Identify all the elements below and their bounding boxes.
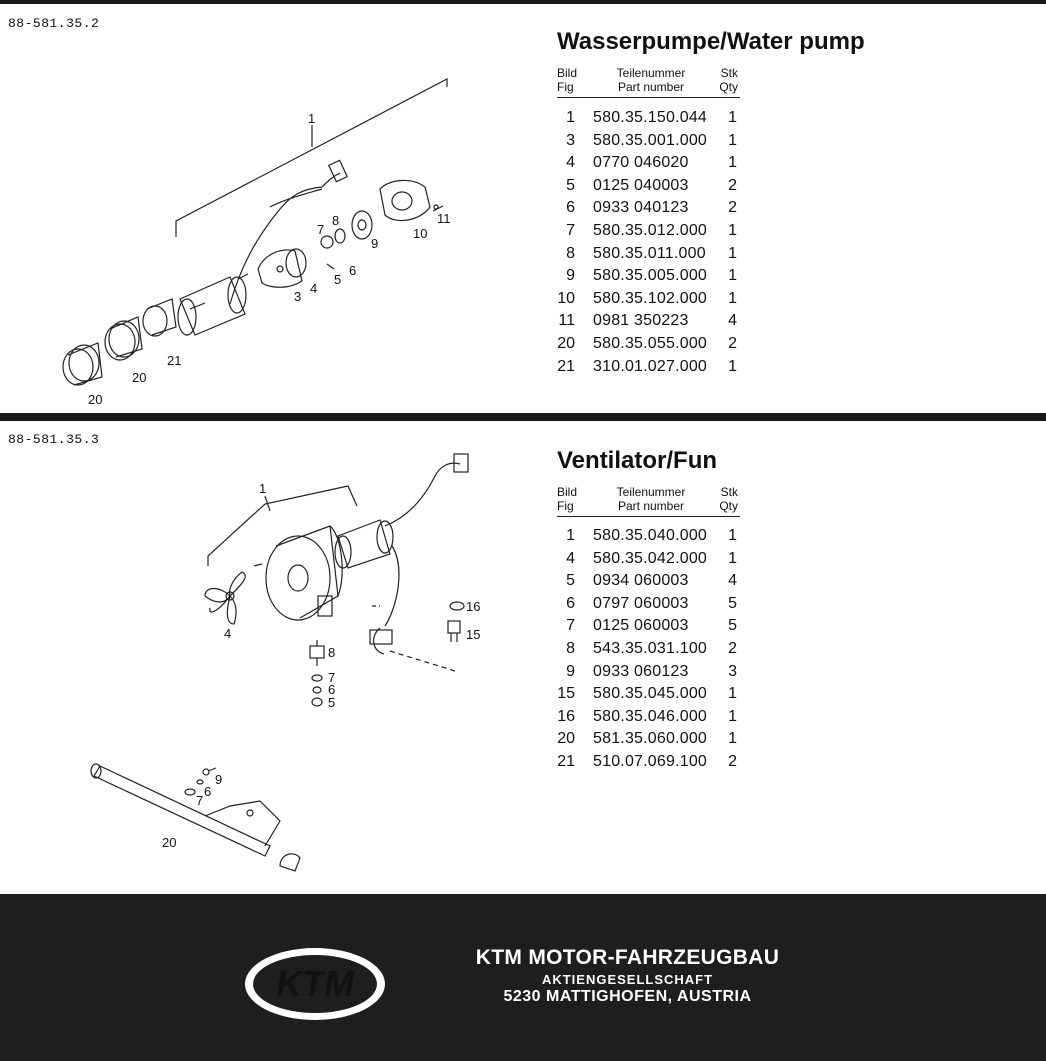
callout-label: 7 bbox=[317, 222, 324, 237]
callout-label: 21 bbox=[167, 353, 181, 368]
callout-label: 8 bbox=[328, 645, 335, 660]
callout-label: 1 bbox=[308, 111, 315, 126]
diagram-code: 88-581.35.2 bbox=[8, 16, 100, 31]
water-pump-exploded-diagram: 1 3 4 5 6 7 8 9 10 11 20 21 20 bbox=[62, 78, 451, 407]
callout-label: 6 bbox=[328, 682, 335, 697]
callout-label: 4 bbox=[310, 281, 317, 296]
callout-label: 6 bbox=[349, 263, 356, 278]
callout-label: 5 bbox=[334, 272, 341, 287]
callout-label: 9 bbox=[215, 772, 222, 787]
callout-label: 20 bbox=[162, 835, 176, 850]
callout-label: 6 bbox=[204, 784, 211, 799]
callout-label: 5 bbox=[328, 695, 335, 710]
header-rule bbox=[557, 516, 740, 517]
callout-label: 20 bbox=[88, 392, 102, 407]
callout-label: 7 bbox=[196, 793, 203, 808]
section-divider bbox=[0, 413, 1046, 421]
callout-label: 8 bbox=[332, 213, 339, 228]
callout-label: 7 bbox=[328, 670, 335, 685]
callout-label: 16 bbox=[466, 599, 480, 614]
fan-exploded-diagram: 1 4 8 7 6 5 16 15 9 6 7 20 21 bbox=[90, 453, 480, 886]
callout-label: 3 bbox=[294, 289, 301, 304]
company-address: 5230 MATTIGHOFEN, AUSTRIA bbox=[503, 988, 752, 1005]
callout-label: 20 bbox=[132, 370, 146, 385]
section-title: Wasserpumpe/Water pump bbox=[557, 28, 865, 55]
company-name: KTM MOTOR-FAHRZEUGBAU bbox=[475, 946, 780, 969]
footer: KTM KTM MOTOR-FAHRZEUGBAU AKTIENGESELLSC… bbox=[0, 894, 1046, 1061]
callout-label: 11 bbox=[437, 211, 451, 226]
header-rule bbox=[557, 97, 740, 98]
callout-label: 9 bbox=[371, 236, 378, 251]
company-subtitle: AKTIENGESELLSCHAFT bbox=[541, 972, 714, 987]
diagram-code: 88-581.35.3 bbox=[8, 432, 100, 447]
callout-label: 15 bbox=[466, 627, 480, 642]
ktm-logo: KTM bbox=[245, 948, 385, 1020]
logo-text: KTM bbox=[276, 963, 355, 1004]
callout-label: 4 bbox=[224, 626, 231, 641]
callout-label: 10 bbox=[413, 226, 427, 241]
callout-label: 21 bbox=[276, 885, 290, 886]
callout-label: 1 bbox=[259, 481, 266, 496]
section-title: Ventilator/Fun bbox=[557, 447, 718, 474]
